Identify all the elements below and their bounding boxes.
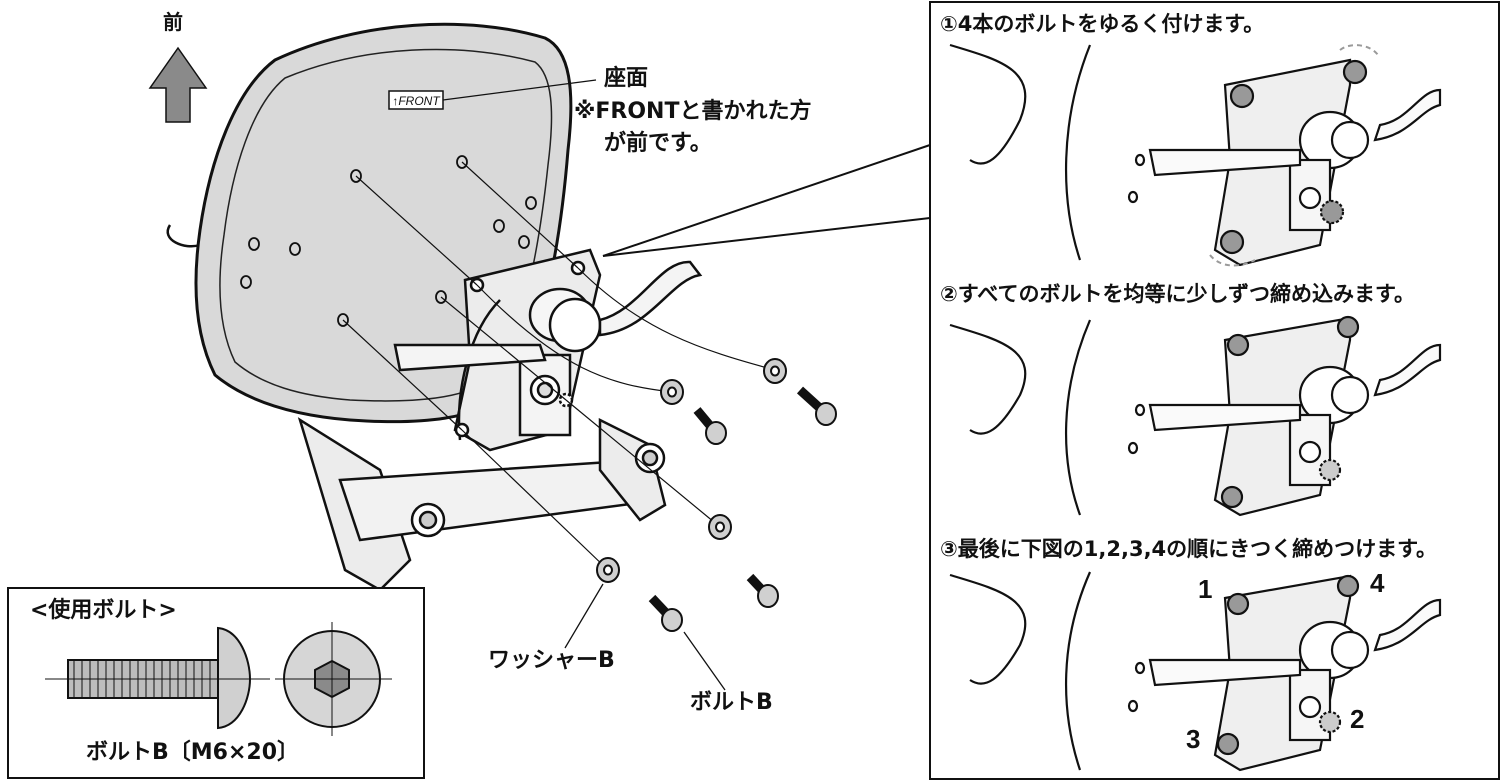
tighten-order-1: 1	[1198, 574, 1213, 604]
front-arrow-icon	[148, 46, 208, 123]
label-leaders	[442, 79, 726, 691]
step-2-illustration	[949, 315, 1442, 517]
washer-label: ワッシャーB	[488, 648, 615, 673]
bolt-spec-heading: <使用ボルト>	[30, 598, 177, 623]
bolt-side-view	[45, 626, 270, 730]
steps-panel	[929, 1, 1500, 780]
front-tag-text: ↑FRONT	[392, 94, 441, 108]
tighten-order-2: 2	[1350, 704, 1365, 734]
direction-label: 前	[163, 10, 183, 34]
tighten-order-4: 4	[1370, 568, 1385, 598]
bolt-label: ボルトB	[690, 690, 773, 715]
tighten-order-3: 3	[1186, 724, 1201, 754]
seat-callout-title: 座面	[604, 66, 649, 91]
seat-callout-note-2: が前です。	[604, 131, 712, 156]
step-2-text: ②すべてのボルトを均等に少しずつ締め込みます。	[940, 282, 1415, 308]
seat-callout-note-1: ※FRONTと書かれた方	[574, 99, 812, 124]
front-tag: ↑FRONT	[388, 90, 444, 110]
step-1-text: ①4本のボルトをゆるく付けます。	[940, 12, 1265, 38]
bolt-spec-caption: ボルトB〔M6×20〕	[86, 740, 300, 765]
bolts	[648, 386, 837, 632]
guide-lines	[342, 161, 776, 571]
washers	[596, 358, 787, 583]
bolt-head-view	[275, 622, 392, 736]
callout-wedge	[602, 144, 931, 257]
step-3-illustration	[949, 571, 1442, 772]
step-1-illustration	[949, 43, 1442, 267]
step-3-text: ③最後に下図の1,2,3,4の順にきつく締めつけます。	[940, 537, 1438, 563]
